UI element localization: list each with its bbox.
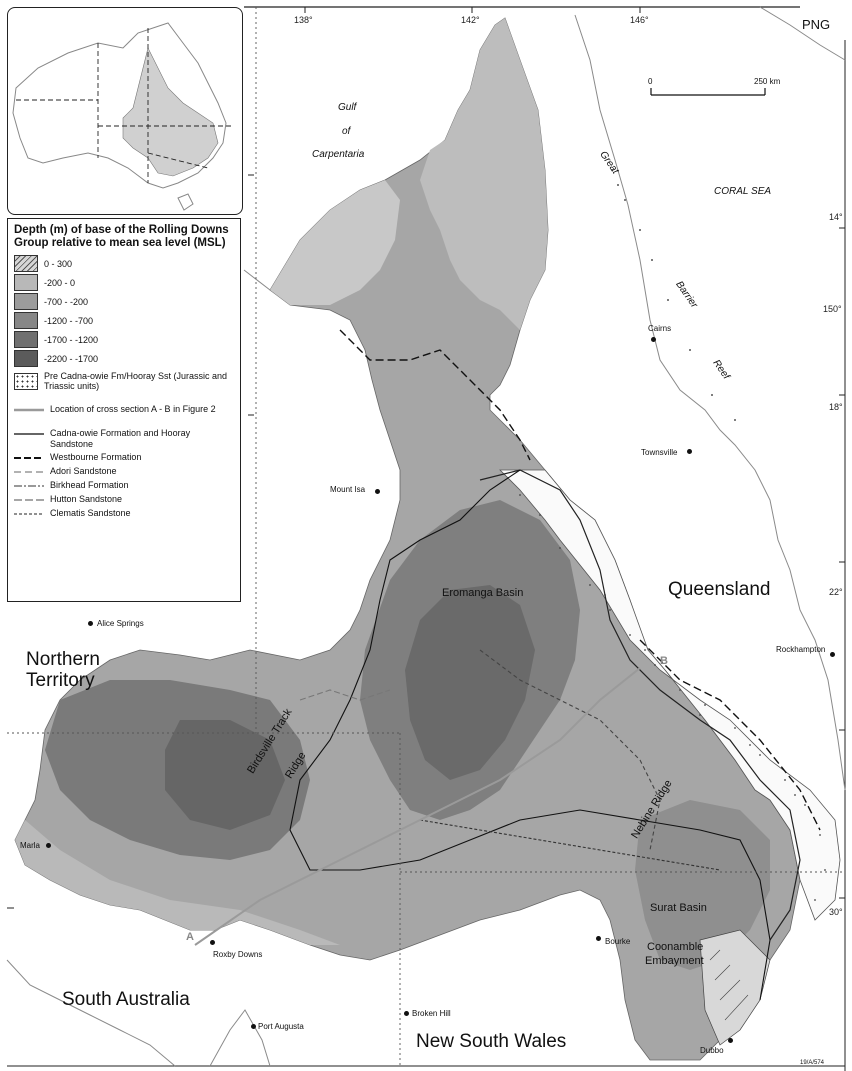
legend-depth-m1700-m1200: -1700 - -1200 bbox=[14, 330, 234, 349]
legend-swatch-m700-m200 bbox=[14, 293, 38, 311]
town-rockhampton: Rockhampton bbox=[776, 645, 826, 654]
town-dot-bourke bbox=[596, 936, 601, 941]
surat-basin-label: Surat Basin bbox=[650, 902, 707, 914]
coral-sea-label: CORAL SEA bbox=[714, 186, 772, 197]
town-cairns: Cairns bbox=[648, 324, 672, 333]
south-australia-label: South Australia bbox=[62, 989, 190, 1010]
scale-end: 250 km bbox=[754, 77, 781, 86]
lat-label-18: 18° bbox=[829, 402, 843, 412]
legend-depth-m1200-m700: -1200 - -700 bbox=[14, 311, 234, 330]
town-alice-springs: Alice Springs bbox=[97, 619, 144, 628]
lon-label-142: 142° bbox=[461, 15, 480, 25]
legend-depth-m700-m200: -700 - -200 bbox=[14, 292, 234, 311]
legend-swatch-0-300 bbox=[14, 255, 38, 273]
town-bourke: Bourke bbox=[605, 937, 631, 946]
scale-start: 0 bbox=[648, 77, 653, 86]
town-dot-roxby-downs bbox=[210, 940, 215, 945]
queensland-label: Queensland bbox=[668, 579, 771, 600]
town-roxby-downs: Roxby Downs bbox=[213, 950, 263, 959]
town-mount-isa: Mount Isa bbox=[330, 485, 366, 494]
gulf-label-2: of bbox=[342, 126, 351, 137]
legend-pre-cadna-owie: Pre Cadna-owie Fm/Hooray Sst (Jurassic a… bbox=[14, 368, 234, 394]
legend-depth-m2200-m1700: -2200 - -1700 bbox=[14, 349, 234, 368]
eromanga-basin-label: Eromanga Basin bbox=[442, 587, 524, 599]
legend-swatch-m2200-m1700 bbox=[14, 350, 38, 368]
town-dot-cairns bbox=[651, 337, 656, 342]
figure-code: 19/A/574 bbox=[800, 1060, 825, 1066]
town-townsville: Townsville bbox=[641, 448, 678, 457]
legend-depth-m200-0: -200 - 0 bbox=[14, 273, 234, 292]
town-dot-alice-springs bbox=[88, 621, 93, 626]
lon-label-138: 138° bbox=[294, 15, 313, 25]
legend-line-clematis: Clematis Sandstone bbox=[14, 508, 131, 519]
legend-swatch-m1700-m1200 bbox=[14, 331, 38, 349]
lat-label-22: 22° bbox=[829, 587, 843, 597]
legend-swatch-pre-cadna-owie bbox=[14, 372, 38, 390]
town-broken-hill: Broken Hill bbox=[412, 1009, 451, 1018]
town-dubbo: Dubbo bbox=[700, 1046, 724, 1055]
legend-line-cross-section: Location of cross section A - B in Figur… bbox=[14, 404, 216, 415]
town-dot-townsville bbox=[687, 449, 692, 454]
coonamble-label-2: Embayment bbox=[645, 955, 704, 967]
legend-swatch-m200-0 bbox=[14, 274, 38, 292]
legend-line-adori: Adori Sandstone bbox=[14, 466, 117, 477]
legend-swatch-m1200-m700 bbox=[14, 312, 38, 330]
lat-label-14: 14° bbox=[829, 212, 843, 222]
town-dot-broken-hill bbox=[404, 1011, 409, 1016]
town-marla: Marla bbox=[20, 841, 41, 850]
map-legend: Depth (m) of base of the Rolling Downs G… bbox=[7, 218, 241, 602]
section-point-a: A bbox=[186, 931, 194, 943]
legend-line-westbourne: Westbourne Formation bbox=[14, 452, 142, 463]
legend-depth-0-300: 0 - 300 bbox=[14, 254, 234, 273]
town-dot-dubbo bbox=[728, 1038, 733, 1043]
legend-line-hutton: Hutton Sandstone bbox=[14, 494, 123, 505]
legend-title: Depth (m) of base of the Rolling Downs G… bbox=[14, 224, 229, 250]
section-point-b: B bbox=[660, 655, 668, 667]
northern-territory-label-2: Territory bbox=[26, 670, 95, 691]
png-label: PNG bbox=[802, 17, 831, 32]
lat-label-30: 30° bbox=[829, 907, 843, 917]
town-port-augusta: Port Augusta bbox=[258, 1022, 304, 1031]
town-dot-marla bbox=[46, 843, 51, 848]
town-dot-rockhampton bbox=[830, 652, 835, 657]
lat-label-150: 150° bbox=[823, 304, 842, 314]
lon-label-146: 146° bbox=[630, 15, 649, 25]
legend-line-birkhead: Birkhead Formation bbox=[14, 480, 129, 491]
inset-australia bbox=[12, 22, 233, 211]
town-dot-mount-isa bbox=[375, 489, 380, 494]
legend-line-cadna-owie: Cadna-owie Formation and Hooray Sandston… bbox=[14, 428, 191, 449]
northern-territory-label-1: Northern bbox=[26, 649, 100, 670]
gulf-label-1: Gulf bbox=[338, 102, 357, 113]
coonamble-label-1: Coonamble bbox=[647, 941, 704, 953]
town-dot-port-augusta bbox=[251, 1024, 256, 1029]
gulf-label-3: Carpentaria bbox=[312, 149, 365, 160]
inset-map bbox=[7, 7, 243, 215]
new-south-wales-label: New South Wales bbox=[416, 1031, 567, 1052]
